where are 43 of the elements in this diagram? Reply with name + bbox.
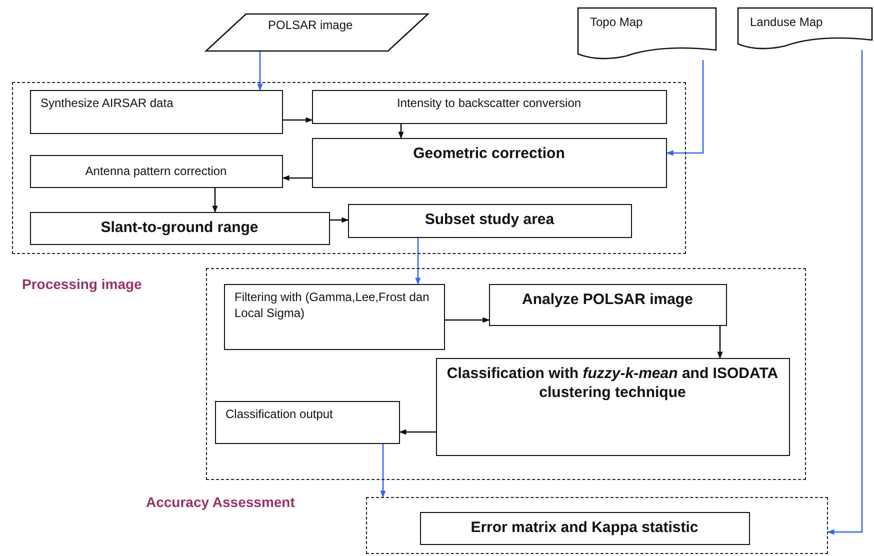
section-heading: Processing image xyxy=(22,276,142,292)
box-label: Error matrix and Kappa statistic xyxy=(470,518,700,538)
process-box xyxy=(214,400,400,444)
process-box xyxy=(348,204,632,238)
arrow xyxy=(283,117,313,123)
box-label: Subset study area xyxy=(424,210,556,229)
arrow xyxy=(717,326,723,359)
box-label: Filtering with (Gamma,Lee,Frost dan Local Sigma) xyxy=(234,288,430,322)
box-label: Analyze POLSAR image xyxy=(521,290,694,309)
process-box xyxy=(30,212,330,244)
group-frame xyxy=(206,268,806,480)
arrow xyxy=(827,50,863,535)
process-box xyxy=(30,90,282,134)
process-box xyxy=(312,138,666,188)
box-label: Classification with fuzzy-k-mean and ISODATA clustering technique xyxy=(446,364,780,402)
shape-label: Topo Map xyxy=(590,15,643,29)
arrow xyxy=(666,60,704,156)
process-box xyxy=(420,512,750,544)
shape-label: Landuse Map xyxy=(750,15,823,29)
process-box xyxy=(488,284,726,326)
arrow xyxy=(330,217,349,223)
box-label: Classification output xyxy=(226,406,334,422)
box-label: Slant-to-ground range xyxy=(100,218,260,238)
arrow xyxy=(380,444,386,498)
arrow xyxy=(415,238,421,285)
arrow xyxy=(399,429,436,435)
process-box xyxy=(312,90,666,124)
group-frame xyxy=(12,82,686,254)
box-label: Synthesize AIRSAR data xyxy=(40,94,174,112)
shape-label: POLSAR image xyxy=(268,18,353,32)
arrow xyxy=(398,124,404,139)
box-label: Antenna pattern correction xyxy=(84,162,228,180)
process-box xyxy=(436,358,790,456)
group-frame xyxy=(366,497,828,554)
process-box xyxy=(30,154,282,188)
arrow xyxy=(282,175,312,181)
arrow xyxy=(445,317,490,323)
section-heading: Accuracy Assessment xyxy=(146,494,295,510)
arrow xyxy=(212,188,218,213)
box-label: Intensity to backscatter conversion xyxy=(396,94,582,112)
process-box xyxy=(224,284,444,350)
box-label: Geometric correction xyxy=(412,144,566,163)
arrow xyxy=(257,51,263,91)
